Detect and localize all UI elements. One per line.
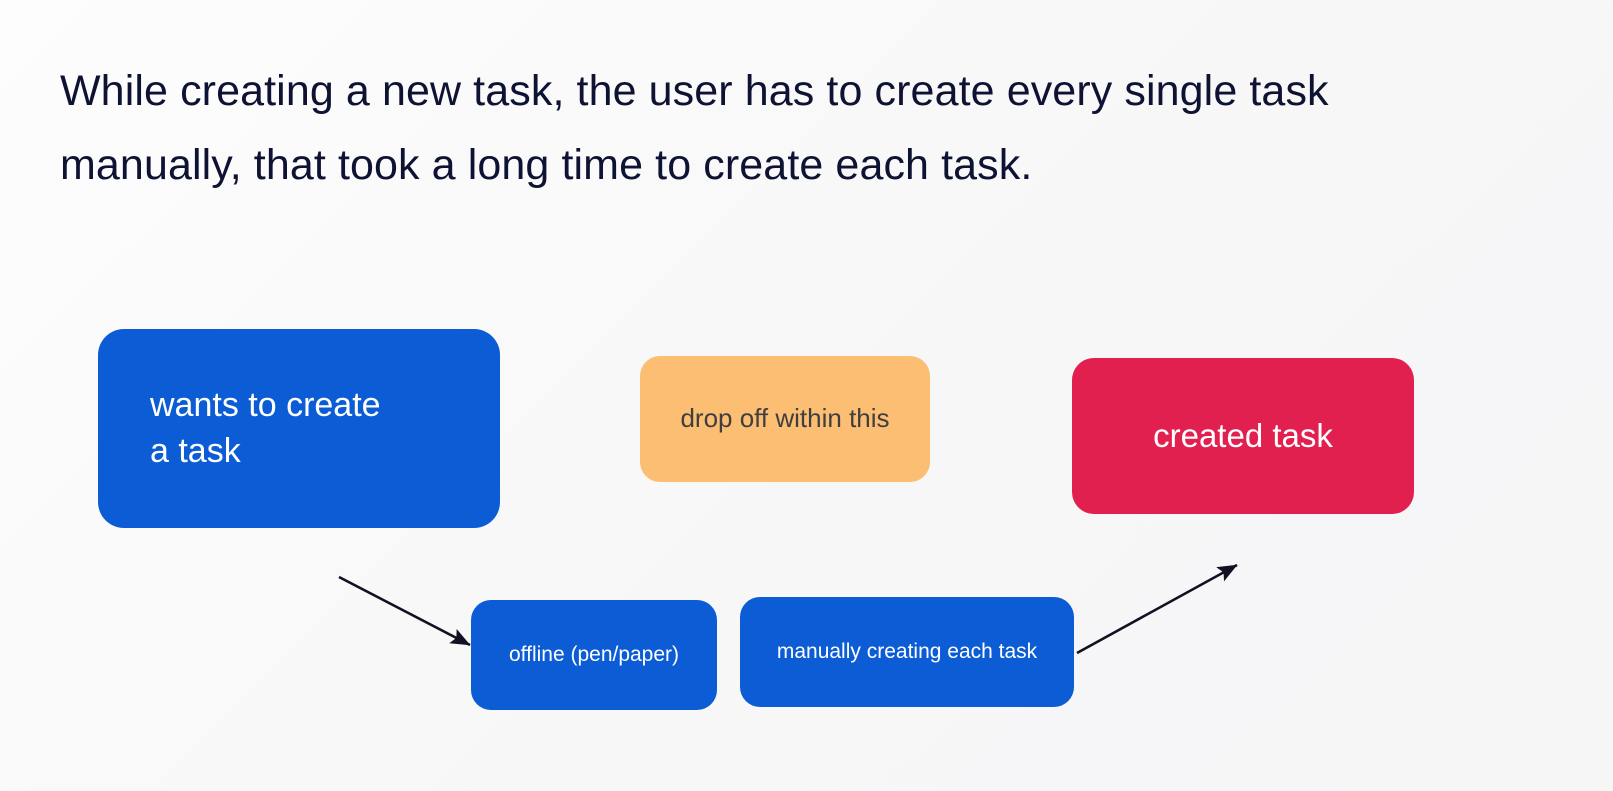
node-label: manually creating each task — [776, 640, 1038, 664]
diagram-node-manually-creating-each-task[interactable]: manually creating each task — [740, 597, 1074, 707]
diagram-node-drop-off-within-this[interactable]: drop off within this — [640, 356, 930, 482]
diagram-node-offline-pen-paper[interactable]: offline (pen/paper) — [471, 600, 717, 710]
arrow-wants-to-offline — [338, 575, 471, 647]
node-label: drop off within this — [680, 403, 890, 434]
diagram-node-wants-to-create-a-task[interactable]: wants to create a task — [98, 329, 500, 528]
node-label: wants to create a task — [150, 385, 381, 470]
node-label: offline (pen/paper) — [508, 643, 680, 667]
diagram-node-created-task[interactable]: created task — [1072, 358, 1414, 514]
node-label: created task — [1153, 416, 1333, 454]
arrow-manually-to-created — [1076, 563, 1238, 655]
page-title: While creating a new task, the user has … — [60, 67, 1341, 189]
